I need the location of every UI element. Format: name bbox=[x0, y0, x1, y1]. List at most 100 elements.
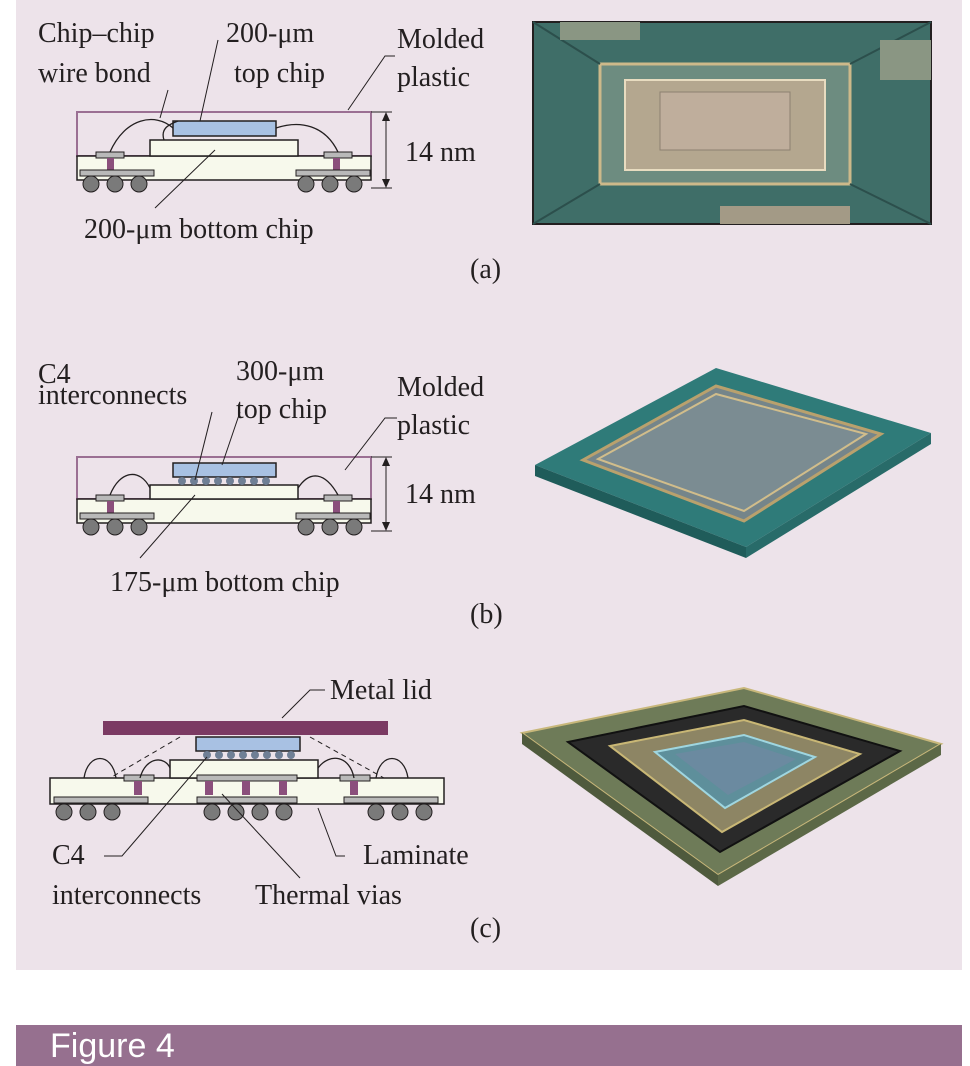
pad bbox=[196, 796, 298, 804]
label-laminate: Laminate bbox=[363, 840, 469, 871]
via bbox=[107, 501, 114, 513]
pad bbox=[323, 494, 353, 502]
figure-title: Figure 4 bbox=[50, 1027, 175, 1065]
leader-line bbox=[104, 756, 208, 857]
pad bbox=[79, 169, 155, 177]
wire-bond bbox=[109, 473, 151, 496]
photo-b bbox=[535, 368, 931, 558]
arrowhead bbox=[382, 112, 390, 121]
c4-bump bbox=[214, 477, 222, 485]
label-height: 14 nm bbox=[405, 137, 476, 168]
c4-bump bbox=[239, 751, 247, 759]
pad bbox=[95, 151, 125, 159]
thermal-via bbox=[242, 781, 250, 795]
label-top-chip: 300-μm bbox=[236, 356, 324, 387]
via bbox=[333, 158, 340, 170]
wire-bond bbox=[139, 759, 171, 779]
label-bottom-chip: 200-μm bottom chip bbox=[84, 214, 314, 245]
label-molded-plastic: Molded bbox=[397, 372, 484, 403]
leader-line bbox=[221, 793, 301, 879]
diagram-b bbox=[76, 411, 397, 559]
solder-ball bbox=[227, 803, 245, 821]
solder-ball bbox=[275, 803, 293, 821]
label-top-chip: top chip bbox=[236, 394, 327, 425]
caption-b: (b) bbox=[470, 599, 503, 630]
pad bbox=[123, 774, 155, 782]
c4-bump bbox=[238, 477, 246, 485]
pad bbox=[95, 494, 125, 502]
solder-ball bbox=[415, 803, 433, 821]
c4-bump bbox=[251, 751, 259, 759]
label-c4: C4 bbox=[52, 840, 85, 871]
top-chip-b bbox=[172, 462, 277, 478]
c4-bump bbox=[275, 751, 283, 759]
c4-bump bbox=[226, 477, 234, 485]
solder-ball bbox=[79, 803, 97, 821]
leader-line bbox=[139, 494, 196, 559]
top-chip-c bbox=[195, 736, 301, 752]
wire-bond bbox=[109, 119, 174, 153]
label-molded-plastic: plastic bbox=[397, 410, 470, 441]
c4-bump bbox=[250, 477, 258, 485]
solder-ball bbox=[345, 518, 363, 536]
label-c4: C4 bbox=[38, 359, 71, 390]
pad bbox=[196, 774, 298, 782]
solder-ball bbox=[321, 175, 339, 193]
label-molded-plastic: Molded bbox=[397, 24, 484, 55]
leader-line bbox=[221, 411, 241, 466]
pad bbox=[323, 151, 353, 159]
label-wire-bond: wire bond bbox=[38, 58, 151, 89]
diagram-a bbox=[76, 39, 395, 209]
leader-line bbox=[281, 689, 325, 719]
photo-a bbox=[532, 21, 932, 225]
photo-c bbox=[519, 686, 944, 886]
bottom-chip-b bbox=[149, 484, 299, 500]
label-c4: interconnects bbox=[38, 380, 187, 411]
solder-ball bbox=[130, 175, 148, 193]
wire-bond bbox=[162, 120, 179, 141]
arrowhead bbox=[382, 457, 390, 466]
c4-bump bbox=[203, 751, 211, 759]
solder-ball bbox=[82, 175, 100, 193]
solder-ball bbox=[55, 803, 73, 821]
wire-bond bbox=[83, 758, 117, 779]
label-thermal-vias: Thermal vias bbox=[255, 880, 402, 911]
leader-line bbox=[199, 39, 219, 122]
via bbox=[107, 158, 114, 170]
c4-bump bbox=[287, 751, 295, 759]
thermal-via bbox=[205, 781, 213, 795]
wire-bond bbox=[275, 124, 339, 153]
c4-bump bbox=[190, 477, 198, 485]
pad bbox=[53, 796, 149, 804]
solder-ball bbox=[203, 803, 221, 821]
c4-bump bbox=[178, 477, 186, 485]
label-molded-plastic: plastic bbox=[397, 62, 470, 93]
solder-ball bbox=[367, 803, 385, 821]
label-bottom-chip: 175-μm bottom chip bbox=[110, 567, 340, 598]
pad bbox=[339, 774, 371, 782]
caption-c: (c) bbox=[470, 913, 501, 944]
wire-bond bbox=[297, 475, 339, 496]
arrowhead bbox=[382, 522, 390, 531]
label-height: 14 nm bbox=[405, 479, 476, 510]
caption-a: (a) bbox=[470, 254, 501, 285]
metal-lid bbox=[103, 721, 388, 735]
solder-ball bbox=[103, 803, 121, 821]
label-wire-bond: Chip–chip bbox=[38, 18, 155, 49]
wire-bond bbox=[375, 758, 409, 779]
wire-bond bbox=[317, 757, 355, 779]
solder-ball bbox=[251, 803, 269, 821]
diagram-c bbox=[49, 689, 445, 879]
solder-ball bbox=[321, 518, 339, 536]
label-metal-lid: Metal lid bbox=[330, 675, 432, 706]
c4-bump bbox=[202, 477, 210, 485]
solder-ball bbox=[106, 175, 124, 193]
arrowhead bbox=[382, 179, 390, 188]
leader-line bbox=[194, 411, 213, 481]
leader-line bbox=[344, 417, 397, 471]
c4-bump bbox=[215, 751, 223, 759]
label-top-chip: top chip bbox=[234, 58, 325, 89]
c4-bump bbox=[227, 751, 235, 759]
figure-panel: Chip–chip wire bond 200-μm top chip Mold… bbox=[16, 0, 962, 970]
thermal-via bbox=[279, 781, 287, 795]
